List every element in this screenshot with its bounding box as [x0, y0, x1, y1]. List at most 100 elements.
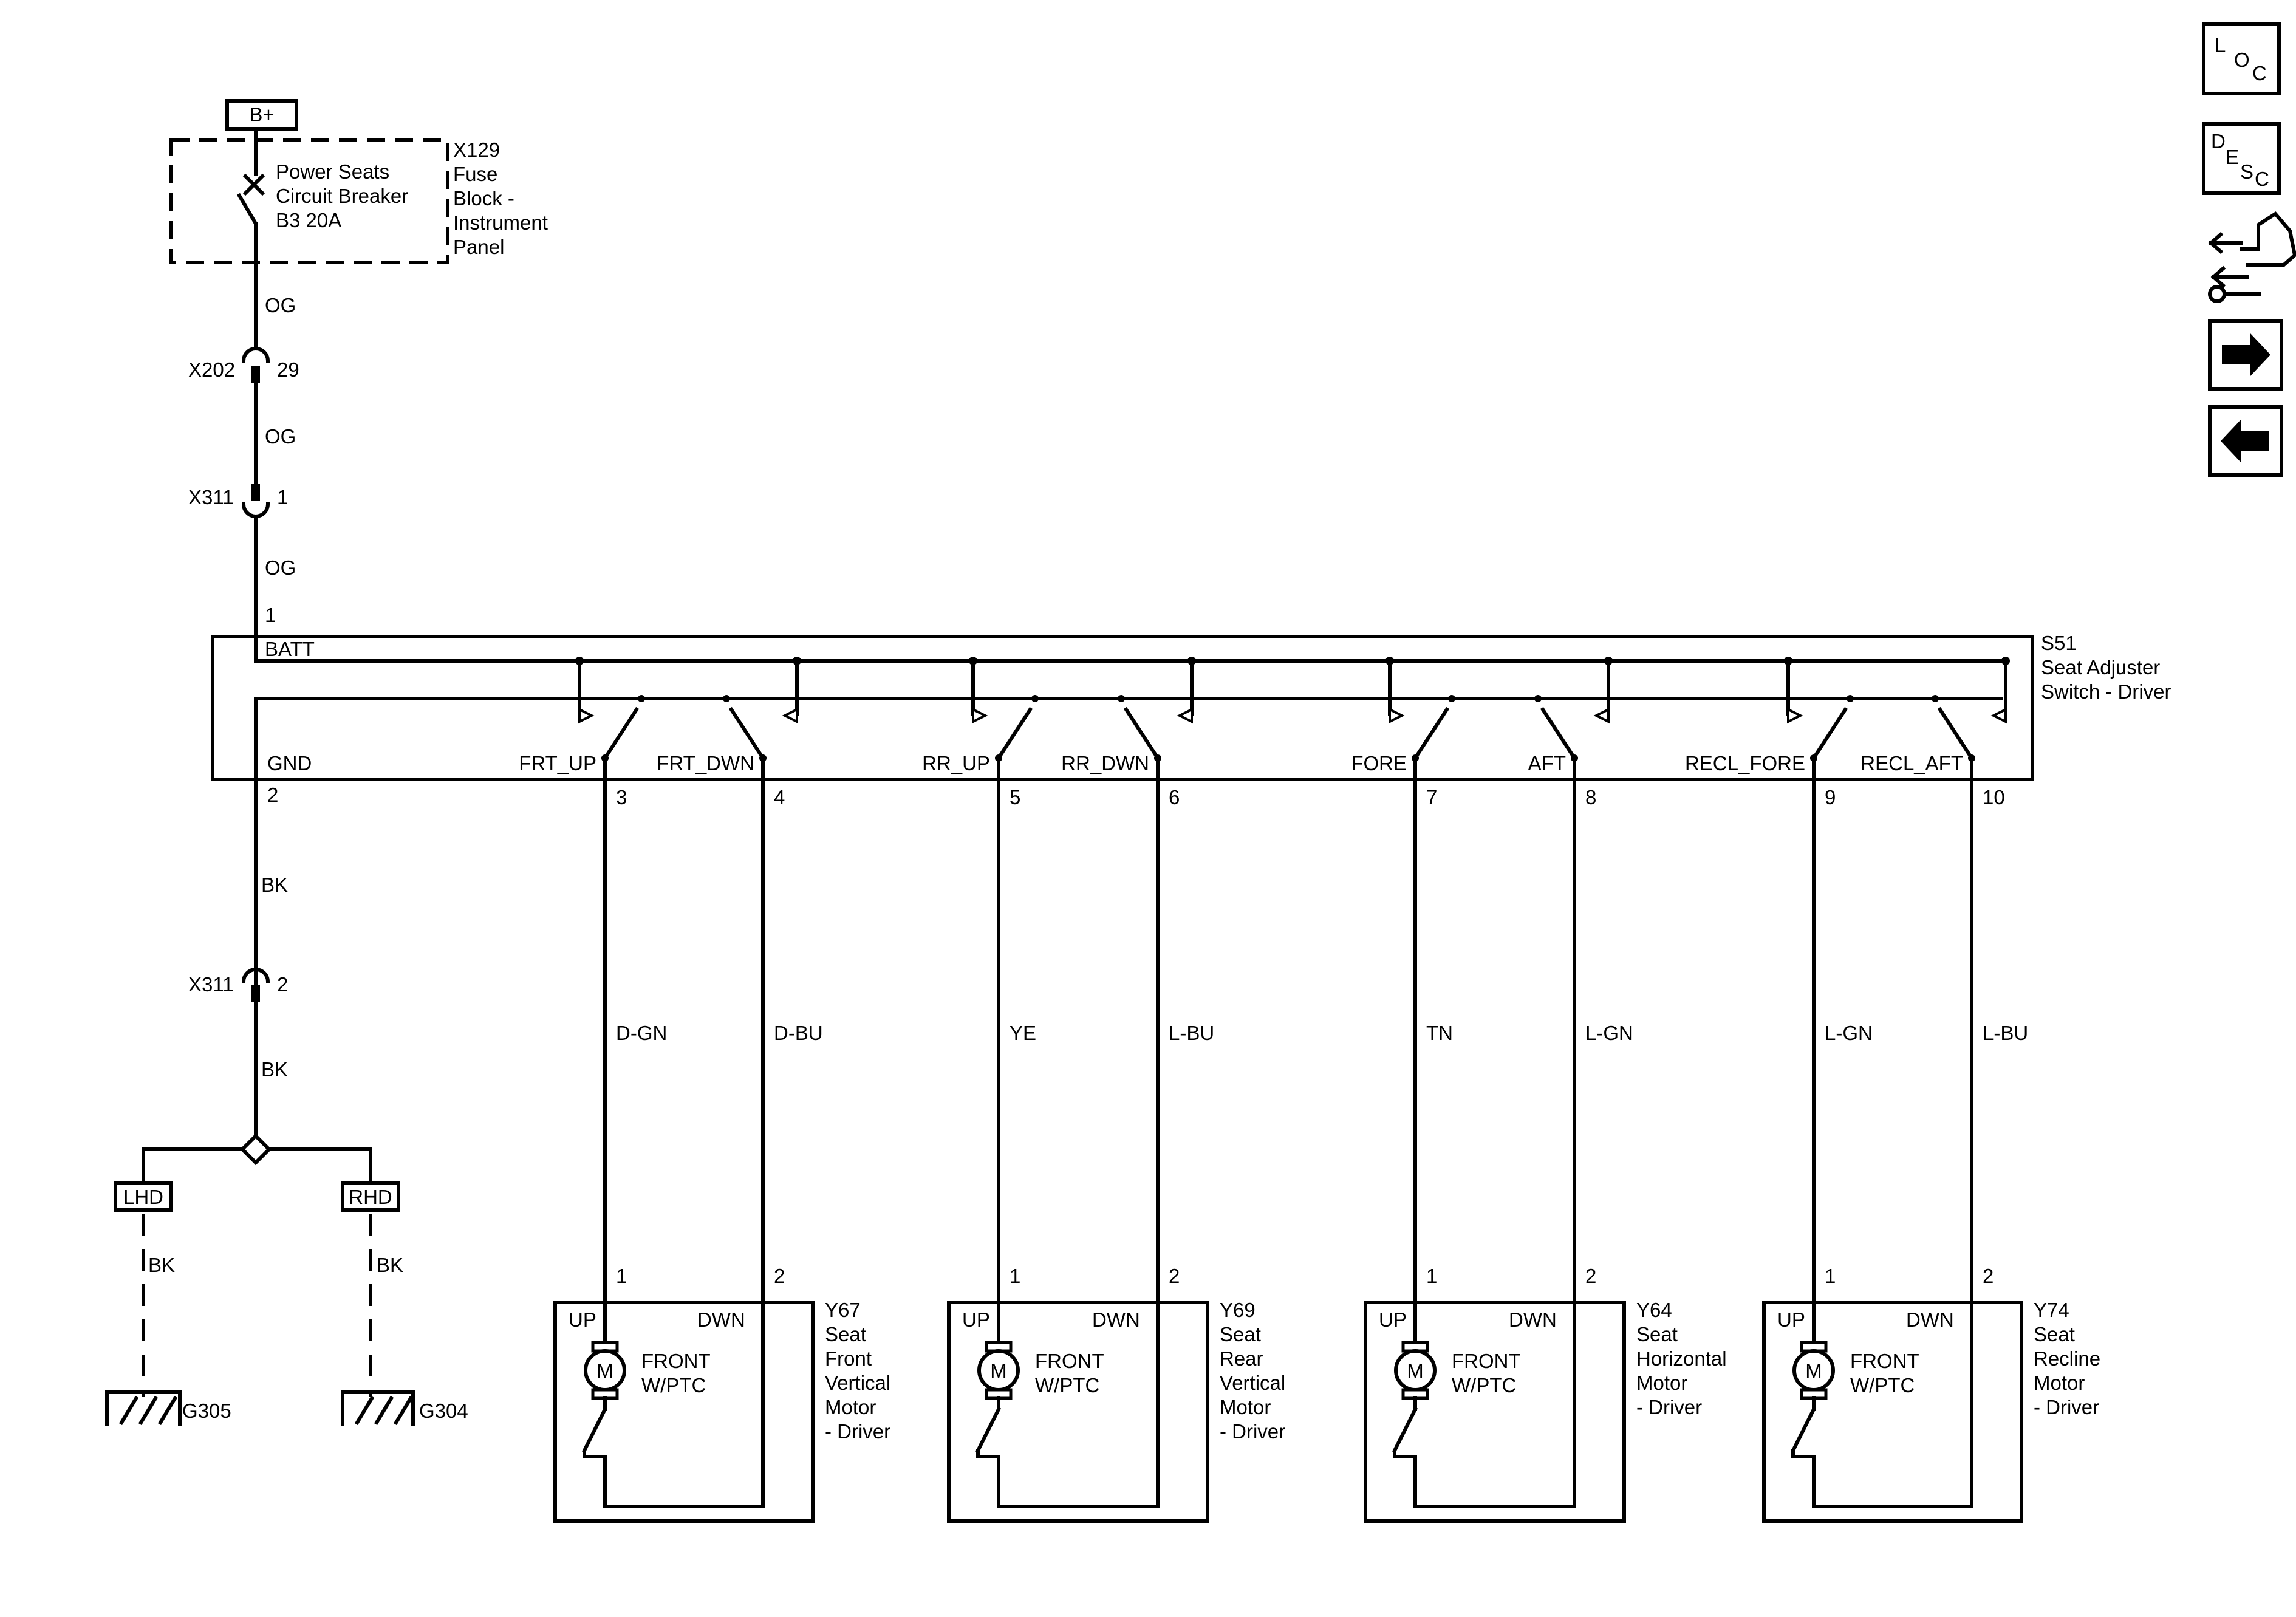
ground-circuit: 2 BK X311 2 BK LHD RHD BK BK G305	[105, 784, 468, 1426]
breaker-line-2: Circuit Breaker	[276, 185, 408, 207]
loc-letter-c: C	[2252, 62, 2267, 84]
ground-g304-label: G304	[419, 1400, 468, 1422]
arrow-left-icon[interactable]	[2208, 405, 2283, 477]
switch-output-label: FORE	[1351, 752, 1407, 774]
connector-x202-icon	[241, 347, 270, 363]
wire-color-pin5: YE	[1010, 1022, 1036, 1044]
motor-desc-line-1: FRONT	[641, 1350, 711, 1372]
switch-output-label: RECL_FORE	[1685, 752, 1805, 774]
motor-id-line-1: Y69	[1220, 1299, 1256, 1321]
connector-x202-name: X202	[188, 358, 235, 381]
desc-letter-d: D	[2211, 130, 2226, 152]
desc-letter-s: S	[2240, 160, 2253, 183]
connector-tool-icon[interactable]	[2208, 211, 2296, 303]
wire-color-pin3: D-GN	[616, 1022, 667, 1044]
motor-dwn-label: DWN	[697, 1308, 745, 1331]
switch-batt-label: BATT	[265, 638, 315, 660]
motor-up-label: UP	[962, 1308, 990, 1331]
loc-letter-l: L	[2215, 34, 2226, 56]
motor-dwn-label: DWN	[1906, 1308, 1954, 1331]
motor-id-line-4: Motor	[1636, 1372, 1687, 1394]
motor-box	[1762, 1301, 2023, 1523]
motor-pin-2: 2	[1983, 1265, 1994, 1287]
connector-x311-top-icon	[251, 484, 260, 501]
motor-pin-1: 1	[616, 1265, 627, 1287]
seat-adjuster-switch: S51 Seat Adjuster Switch - Driver BATT G…	[211, 632, 2171, 1304]
fuse-block-line-4: Instrument	[453, 211, 548, 234]
ground-g305-label: G305	[182, 1400, 231, 1422]
connector-x202-pin: 29	[277, 358, 299, 381]
breaker-line-3: B3 20A	[276, 209, 341, 231]
motor-up-label: UP	[569, 1308, 596, 1331]
motor-symbol-letter: M	[1407, 1359, 1424, 1382]
switch-batt-pin: 1	[265, 604, 276, 626]
switch-output-pin: 8	[1585, 786, 1596, 808]
motor-pin-1: 1	[1825, 1265, 1836, 1287]
fuse-block-line-2: Fuse	[453, 163, 497, 185]
rhd-option-box	[341, 1181, 400, 1212]
motor-pin-1: 1	[1426, 1265, 1437, 1287]
desc-letter-e: E	[2226, 146, 2239, 168]
motor-pin-2: 2	[774, 1265, 785, 1287]
connector-x311-bottom-icon	[241, 968, 270, 984]
motor-up-label: UP	[1777, 1308, 1805, 1331]
motor-up-label: UP	[1379, 1308, 1407, 1331]
switch-output-label: FRT_UP	[519, 752, 596, 774]
switch-output-label: AFT	[1528, 752, 1566, 774]
power-feed: B+ Power Seats Circuit Breaker B3 20A X1…	[169, 99, 548, 663]
wire-color-pin9: L-GN	[1825, 1022, 1873, 1044]
motor-desc-line-2: W/PTC	[1850, 1374, 1915, 1396]
motor-id-line-2: Seat	[825, 1323, 866, 1345]
motor-id-line-1: Y67	[825, 1299, 861, 1321]
desc-letter-c: C	[2255, 168, 2269, 190]
switch-output-label: RR_UP	[922, 752, 990, 774]
motor-id-line-5: - Driver	[1636, 1396, 1702, 1418]
wire-color-og-3: OG	[265, 556, 296, 579]
switch-contact-frt-up: FRT_UP3	[519, 657, 645, 808]
motor-symbol-letter: M	[1805, 1359, 1822, 1382]
switch-output-pin: 4	[774, 786, 785, 808]
motor-id-line-5: - Driver	[2034, 1396, 2099, 1418]
nav-desc-button[interactable]: D E S C	[2202, 122, 2281, 195]
ground-g305-icon	[105, 1390, 182, 1426]
fuse-block-line-5: Panel	[453, 236, 504, 258]
motor-pin-2: 2	[1585, 1265, 1596, 1287]
motor-pin-1: 1	[1010, 1265, 1020, 1287]
ground-g304-icon	[341, 1390, 415, 1426]
switch-gnd-label: GND	[267, 752, 312, 774]
wire-color-pin7: TN	[1426, 1022, 1453, 1044]
fuse-block-line-1: X129	[453, 138, 500, 161]
lhd-option-box	[114, 1181, 173, 1212]
motor-id-line-3: Rear	[1220, 1347, 1263, 1370]
motor-desc-line-2: W/PTC	[1035, 1374, 1099, 1396]
motor-id-line-4: Motor	[2034, 1372, 2085, 1394]
nav-loc-button[interactable]: L O C	[2202, 22, 2281, 95]
motor-id-line-2: Seat	[2034, 1323, 2075, 1345]
wire-color-pin4: D-BU	[774, 1022, 823, 1044]
wire-color-bk-rhd: BK	[377, 1254, 403, 1276]
motor-desc-line-2: W/PTC	[1452, 1374, 1516, 1396]
motor-desc-line-2: W/PTC	[641, 1374, 706, 1396]
motor-id-line-6: - Driver	[1220, 1420, 1285, 1443]
wire-color-bk-2: BK	[261, 1058, 288, 1081]
wire-color-og-2: OG	[265, 425, 296, 448]
switch-name-line-3: Switch - Driver	[2041, 680, 2171, 703]
switch-name-line-1: S51	[2041, 632, 2077, 654]
battery-plus-box	[225, 99, 298, 131]
switch-output-pin: 10	[1983, 786, 2005, 808]
motor-box	[1364, 1301, 1626, 1523]
wire-color-pin6: L-BU	[1169, 1022, 1214, 1044]
arrow-right-icon[interactable]	[2208, 319, 2283, 391]
motor-id-line-5: Motor	[825, 1396, 876, 1418]
motor-id-line-4: Vertical	[825, 1372, 890, 1394]
motor-id-line-1: Y64	[1636, 1299, 1672, 1321]
motor-desc-line-1: FRONT	[1035, 1350, 1104, 1372]
